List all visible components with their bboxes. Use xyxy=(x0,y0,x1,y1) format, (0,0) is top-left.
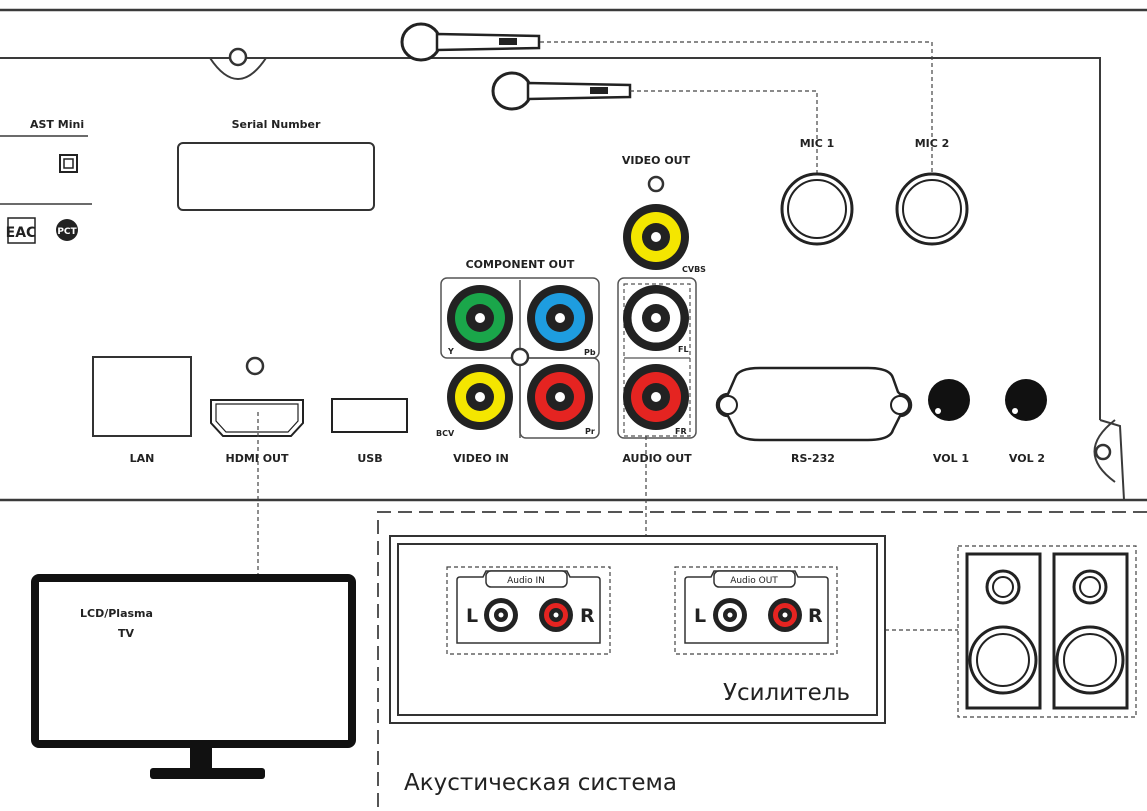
audio-fl-jack xyxy=(623,285,689,351)
audio-fl-label: FL xyxy=(678,345,689,354)
speaker-right-icon xyxy=(1052,552,1129,710)
microphone-2-icon xyxy=(491,71,632,111)
tv-icon xyxy=(31,574,356,779)
screw-icon xyxy=(228,47,248,67)
video-in-label: VIDEO IN xyxy=(453,452,509,465)
pct-mark-icon: PCT xyxy=(56,219,78,241)
cvbs-label: CVBS xyxy=(682,265,706,274)
component-y-jack xyxy=(447,285,513,351)
serial-number-label: Serial Number xyxy=(232,118,321,131)
mic1-label: MIC 1 xyxy=(800,137,835,150)
amp-in-left-jack xyxy=(484,598,518,632)
mic2-jack xyxy=(895,172,969,246)
model-label: AST Mini xyxy=(30,118,84,131)
amp-out-right-label: R xyxy=(808,605,823,627)
eac-mark-icon: ЕАС xyxy=(6,217,37,244)
mic2-label: MIC 2 xyxy=(915,137,950,150)
usb-port xyxy=(331,398,408,433)
vol1-knob xyxy=(928,379,970,421)
component-pr-jack xyxy=(527,364,593,430)
screw-icon xyxy=(510,347,530,367)
video-in-jack xyxy=(447,364,513,430)
speaker-left-icon xyxy=(965,552,1042,710)
amplifier-title: Усилитель xyxy=(723,680,850,706)
screw-icon xyxy=(1094,443,1112,461)
component-out-label: COMPONENT OUT xyxy=(466,258,575,271)
component-pr-label: Pr xyxy=(585,427,595,436)
svg-text:ЕАС: ЕАС xyxy=(6,225,37,241)
audio-fr-label: FR xyxy=(675,427,687,436)
component-pb-label: Pb xyxy=(584,348,596,357)
component-pb-jack xyxy=(527,285,593,351)
rs232-label: RS-232 xyxy=(791,452,835,465)
speakers-frame xyxy=(957,545,1137,718)
rs232-port xyxy=(715,366,913,442)
usb-label: USB xyxy=(357,452,382,465)
audio-out-frame xyxy=(617,277,697,439)
vol1-label: VOL 1 xyxy=(933,452,969,465)
amp-out-left-label: L xyxy=(694,605,706,627)
mic1-jack xyxy=(780,172,854,246)
tv-label-line1: LCD/Plasma xyxy=(80,607,153,620)
microphone-1-icon xyxy=(400,22,541,62)
amp-out-left-jack xyxy=(713,598,747,632)
amp-in-left-label: L xyxy=(466,605,478,627)
screw-icon xyxy=(647,175,665,193)
acoustic-system-boundary xyxy=(377,511,1147,807)
power-switch-icon xyxy=(59,154,78,173)
cvbs-out-jack xyxy=(623,204,689,270)
amp-out-right-jack xyxy=(768,598,802,632)
audio-out-label: AUDIO OUT xyxy=(622,452,692,465)
video-out-label: VIDEO OUT xyxy=(622,154,691,167)
mic2-cable xyxy=(540,41,933,210)
video-in-cvbs-label: BCV xyxy=(436,429,455,438)
lan-port xyxy=(92,356,192,437)
lan-label: LAN xyxy=(130,452,155,465)
acoustic-system-label: Акустическая система xyxy=(404,770,677,796)
amp-audio-out-label: Audio OUT xyxy=(730,576,778,586)
serial-number-plate xyxy=(177,142,375,211)
vol2-knob xyxy=(1005,379,1047,421)
amp-in-right-jack xyxy=(539,598,573,632)
screw-icon xyxy=(245,356,265,376)
hdmi-out-label: HDMI OUT xyxy=(226,452,289,465)
component-y-label: Y xyxy=(447,347,454,356)
svg-text:PCT: PCT xyxy=(57,227,77,237)
tv-label-line2: TV xyxy=(118,627,135,640)
audio-fr-jack xyxy=(623,364,689,430)
hdmi-port xyxy=(210,399,304,437)
vol2-label: VOL 2 xyxy=(1009,452,1045,465)
amp-in-right-label: R xyxy=(580,605,595,627)
device-rear-panel xyxy=(0,8,1147,502)
amp-audio-in-label: Audio IN xyxy=(507,576,545,586)
